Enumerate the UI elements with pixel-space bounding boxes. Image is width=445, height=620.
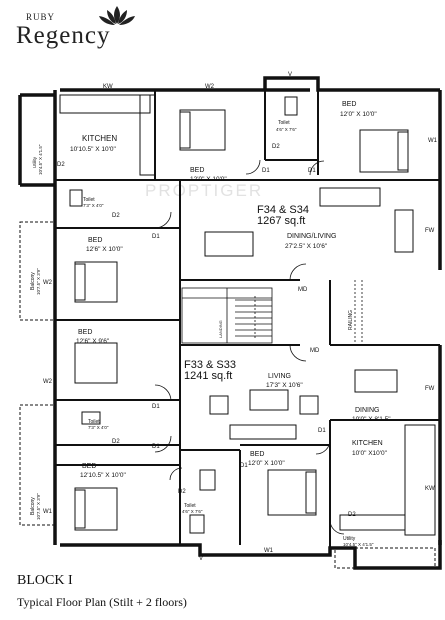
d1-left-top: D1: [152, 234, 160, 240]
bed-top-right-name: BED: [342, 101, 356, 108]
d2-kitchen-top: D2: [57, 162, 65, 168]
md-lower: MD: [310, 348, 320, 354]
balcony-top-name: Balcony: [30, 272, 36, 290]
dining-lower-dim: 10'0" X 8'1.5": [352, 416, 391, 423]
w2-left-mid: W2: [43, 379, 53, 385]
w1-left-bottom: W1: [43, 509, 53, 515]
brand-small: RUBY: [26, 12, 56, 22]
w2-top: W2: [205, 84, 215, 90]
unit-upper-name: F34 & S34: [257, 204, 309, 216]
kw-top: KW: [103, 84, 113, 90]
bed-left-top-dim: 12'6" X 10'0": [86, 246, 123, 253]
toilet-bottom-dim: 4'6" X 7'6": [182, 509, 203, 514]
v-bottom: V: [199, 556, 203, 562]
utility-top-dim: 10'4.5" X 4'1.5": [38, 144, 43, 175]
unit-lower-name: F33 & S33: [184, 359, 236, 371]
bed-left-mid-dim: 12'6" X 9'6": [76, 338, 110, 345]
utility-top-name: Utility: [32, 156, 37, 168]
interior-walls: [55, 90, 440, 548]
w2-left-top: W2: [43, 280, 53, 286]
d1-lower-right: D1: [318, 428, 326, 434]
w1-bottom: W1: [264, 548, 274, 554]
fw-lower-right: FW: [425, 386, 435, 392]
d2-bottom: D2: [178, 489, 186, 495]
lotus-icon: [99, 6, 135, 25]
toilet-bottom-name: Toilet: [184, 503, 196, 509]
d2-top: D2: [272, 144, 280, 150]
balcony-top-dim: 10'7.5" X 3'9": [36, 268, 41, 295]
toilet-left-top-name: Toilet: [83, 197, 95, 203]
doors: [154, 159, 345, 535]
plan-subtitle: Typical Floor Plan (Stilt + 2 floors): [17, 595, 187, 609]
toilet-top-dim: 4'6" X 7'6": [276, 127, 297, 132]
watermark: PROPTIGER: [145, 181, 263, 200]
d1-bottom: D1: [240, 463, 248, 469]
staircase: [181, 280, 363, 345]
toilet-left-bottom-name: Toilet: [88, 419, 100, 425]
d1-top-a: D1: [262, 168, 270, 174]
room-labels: KITCHEN 10'10.5" X 10'0" BED 12'0" X 10'…: [30, 72, 438, 562]
d1-left-bottom: D1: [152, 444, 160, 450]
bed-bottom-left-dim: 12'10.5" X 10'0": [80, 472, 126, 479]
d1-left-mid: D1: [152, 404, 160, 410]
utility-bottom-name: Utility: [343, 536, 356, 542]
kitchen-lower-dim: 10'0" X10'0": [352, 450, 388, 457]
bed-top-mid-name: BED: [190, 167, 204, 174]
railing-label: RAILING: [348, 310, 354, 330]
toilet-top-name: Toilet: [278, 120, 290, 126]
toilet-left-top-dim: 7'3" X 4'0": [83, 203, 104, 208]
balcony-bottom-dim: 10'7.5" X 3'9": [36, 493, 41, 520]
kitchen-top-name: KITCHEN: [82, 134, 117, 143]
kitchen-lower-name: KITCHEN: [352, 440, 383, 447]
w1-top-right: W1: [428, 138, 438, 144]
bed-bottom-mid-name: BED: [250, 451, 264, 458]
lotus-logo: [97, 4, 137, 31]
v-top: V: [288, 72, 292, 78]
bed-left-top-name: BED: [88, 237, 102, 244]
md-upper: MD: [298, 287, 308, 293]
dining-living-dim: 27'2.5" X 10'6": [285, 243, 328, 250]
fw-top-right: FW: [425, 228, 435, 234]
kitchen-top-dim: 10'10.5" X 10'0": [70, 146, 116, 153]
living-lower-name: LIVING: [268, 373, 291, 380]
furniture: [59, 94, 436, 536]
unit-upper-area: 1267 sq.ft: [257, 215, 305, 227]
d2-left-bottom: D2: [112, 439, 120, 445]
d2-lower-right: D2: [348, 512, 356, 518]
bed-top-right-dim: 12'0" X 10'0": [340, 111, 377, 118]
d1-top-b: D1: [308, 168, 316, 174]
block-title: BLOCK I: [17, 573, 73, 588]
balconies: [19, 221, 436, 569]
bed-top-mid-dim: 12'0" X 10'0": [190, 176, 227, 183]
toilet-left-bottom-dim: 7'3" X 4'0": [88, 425, 109, 430]
bed-left-mid-name: BED: [78, 329, 92, 336]
utility-bottom-dim: 10'4.5" X 4'1.5": [343, 542, 374, 547]
dining-lower-name: DINING: [355, 407, 380, 414]
kw-lower-right: KW: [425, 486, 435, 492]
bed-bottom-left-name: BED: [82, 463, 96, 470]
brand-name: Regency: [16, 22, 111, 49]
d2-left-top: D2: [112, 213, 120, 219]
landing-label: LANDING: [218, 320, 223, 338]
balcony-bottom-name: Balcony: [30, 497, 36, 515]
bed-bottom-mid-dim: 12'0" X 10'0": [248, 460, 285, 467]
living-lower-dim: 17'3" X 10'6": [266, 382, 303, 389]
unit-lower-area: 1241 sq.ft: [184, 370, 232, 382]
dining-living-name: DINING/LIVING: [287, 233, 336, 240]
